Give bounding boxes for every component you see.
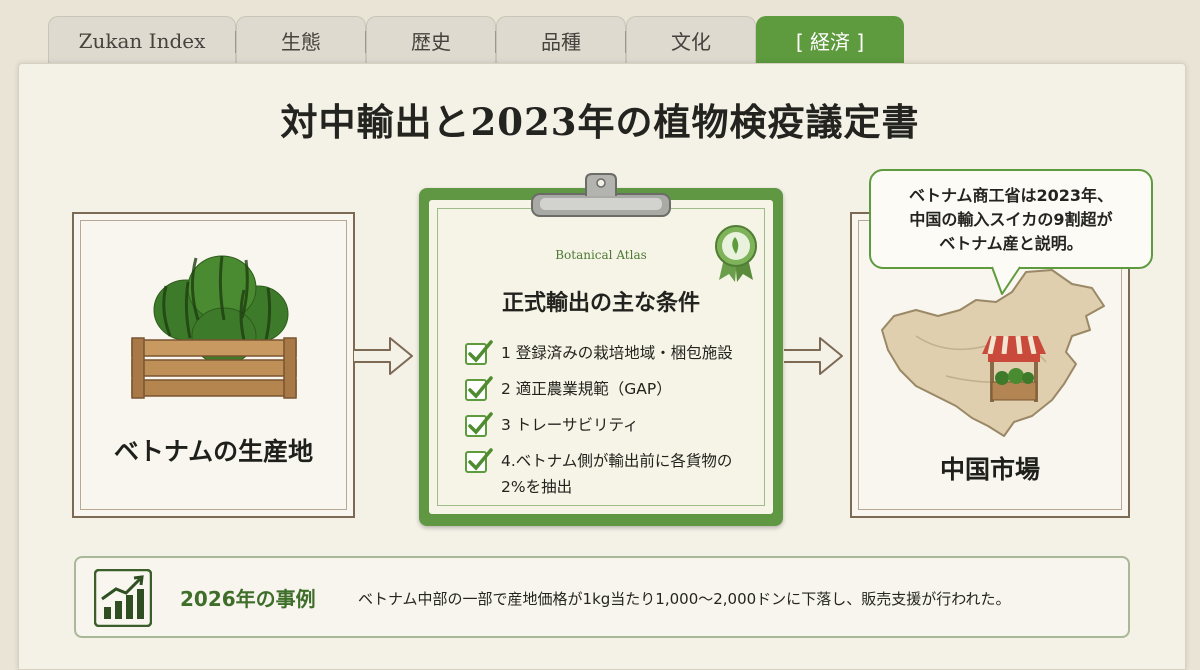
growth-chart-icon — [94, 569, 152, 627]
tab-history[interactable]: 歴史 — [366, 16, 496, 64]
tab-bar: Zukan Index 生態 歴史 品種 文化 [ 経済 ] — [48, 16, 904, 64]
tab-label: 歴史 — [411, 30, 451, 54]
condition-text: 1 登録済みの栽培地域・梱包施設 — [501, 344, 733, 362]
condition-item: 1 登録済みの栽培地域・梱包施設 — [465, 340, 765, 366]
checkbox-icon — [465, 448, 493, 473]
condition-item: 3 トレーサビリティ — [465, 412, 765, 438]
conditions-heading: 正式輸出の主な条件 — [501, 291, 700, 316]
atlas-label: Botanical Atlas — [555, 248, 647, 262]
info-bubble: ベトナム商工省は2023年、 中国の輸入スイカの9割超が ベトナム産と説明。 — [869, 169, 1153, 269]
arrow-right-icon — [354, 337, 413, 375]
condition-item: 2 適正農業規範（GAP） — [465, 376, 765, 402]
conditions-list: 1 登録済みの栽培地域・梱包施設 2 適正農業規範（GAP） 3 トレーサビリテ… — [465, 340, 765, 510]
vietnam-production-label: ベトナムの生産地 — [113, 437, 314, 466]
checkbox-icon — [465, 412, 493, 437]
bubble-tail — [991, 266, 1021, 295]
tab-label: Zukan Index — [78, 28, 206, 53]
tab-label: 文化 — [671, 30, 711, 54]
arrow-right-icon — [784, 337, 843, 375]
clipboard-clip-icon — [531, 173, 671, 217]
condition-text: 2 適正農業規範（GAP） — [501, 380, 672, 398]
checkbox-icon — [465, 376, 493, 401]
page-title: 対中輸出と2023年の植物検疫議定書 — [280, 100, 920, 144]
export-conditions-clipboard: Botanical Atlas 正式輸出の主な条件 1 登録済みの栽培地域・梱包… — [419, 188, 783, 526]
case-study-box: 2026年の事例 ベトナム中部の一部で産地価格が1kg当たり1,000〜2,00… — [74, 556, 1130, 638]
case-study-text: ベトナム中部の一部で産地価格が1kg当たり1,000〜2,000ドンに下落し、販… — [358, 590, 1011, 608]
tab-varieties[interactable]: 品種 — [496, 16, 626, 64]
watermelon-crate-icon — [131, 255, 297, 399]
tab-economy[interactable]: [ 経済 ] — [756, 16, 904, 64]
condition-item: 4.ベトナム側が輸出前に各貨物の 2%を抽出 — [465, 448, 765, 500]
market-stall-icon — [982, 335, 1046, 402]
tab-zukan-index[interactable]: Zukan Index — [48, 16, 236, 64]
tab-label: [ 経済 ] — [795, 30, 865, 54]
tab-ecology[interactable]: 生態 — [236, 16, 366, 64]
tab-label: 品種 — [541, 30, 581, 54]
china-market-label: 中国市場 — [939, 455, 1040, 484]
award-ribbon-icon — [715, 225, 757, 282]
tab-culture[interactable]: 文化 — [626, 16, 756, 64]
case-study-title: 2026年の事例 — [180, 587, 316, 611]
checkbox-icon — [465, 340, 493, 365]
vietnam-production-panel: ベトナムの生産地 — [72, 212, 355, 518]
tab-label: 生態 — [281, 30, 321, 54]
condition-text: 4.ベトナム側が輸出前に各貨物の 2%を抽出 — [501, 452, 733, 496]
condition-text: 3 トレーサビリティ — [501, 416, 639, 434]
